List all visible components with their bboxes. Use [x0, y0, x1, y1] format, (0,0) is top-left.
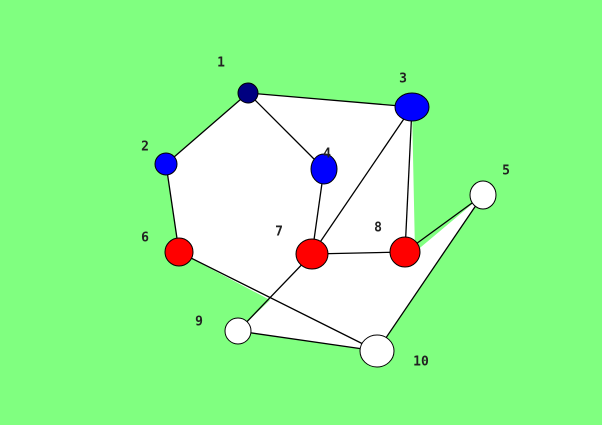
edge-9-10 [237, 330, 378, 352]
node-6 [164, 237, 194, 267]
node-label-7: 7 [275, 225, 283, 240]
graph-nodes [154, 82, 497, 368]
edge-3-7 [311, 106, 413, 255]
edge-3-8 [404, 106, 413, 253]
node-label-5: 5 [502, 164, 510, 179]
node-1 [237, 82, 259, 104]
node-label-9: 9 [195, 315, 203, 330]
node-label-3: 3 [399, 72, 407, 87]
node-label-6: 6 [141, 231, 149, 246]
edge-5-10 [376, 194, 484, 352]
edge-1-2 [165, 92, 249, 165]
node-label-10: 10 [413, 355, 429, 370]
node-label-2: 2 [141, 140, 149, 155]
node-label-8: 8 [374, 221, 382, 236]
node-5 [469, 180, 497, 210]
graph-labels: 1 2 3 4 5 6 7 8 9 10 [141, 56, 510, 370]
node-label-4: 4 [323, 147, 331, 162]
edge-2-6 [165, 163, 180, 253]
graph-edges [165, 92, 484, 352]
node-10 [359, 334, 395, 368]
node-2 [154, 152, 178, 176]
node-3 [394, 92, 430, 122]
node-label-1: 1 [217, 56, 225, 71]
graph-face-region [166, 93, 483, 351]
node-9 [224, 317, 252, 345]
edge-6-10 [178, 251, 378, 352]
edge-1-3 [247, 92, 413, 108]
edge-7-9 [237, 253, 313, 332]
node-4 [310, 153, 338, 185]
node-7 [295, 238, 329, 270]
graph-faces [166, 93, 483, 351]
edge-8-5 [404, 194, 484, 253]
edge-1-4 [247, 92, 325, 170]
node-8 [389, 236, 421, 268]
